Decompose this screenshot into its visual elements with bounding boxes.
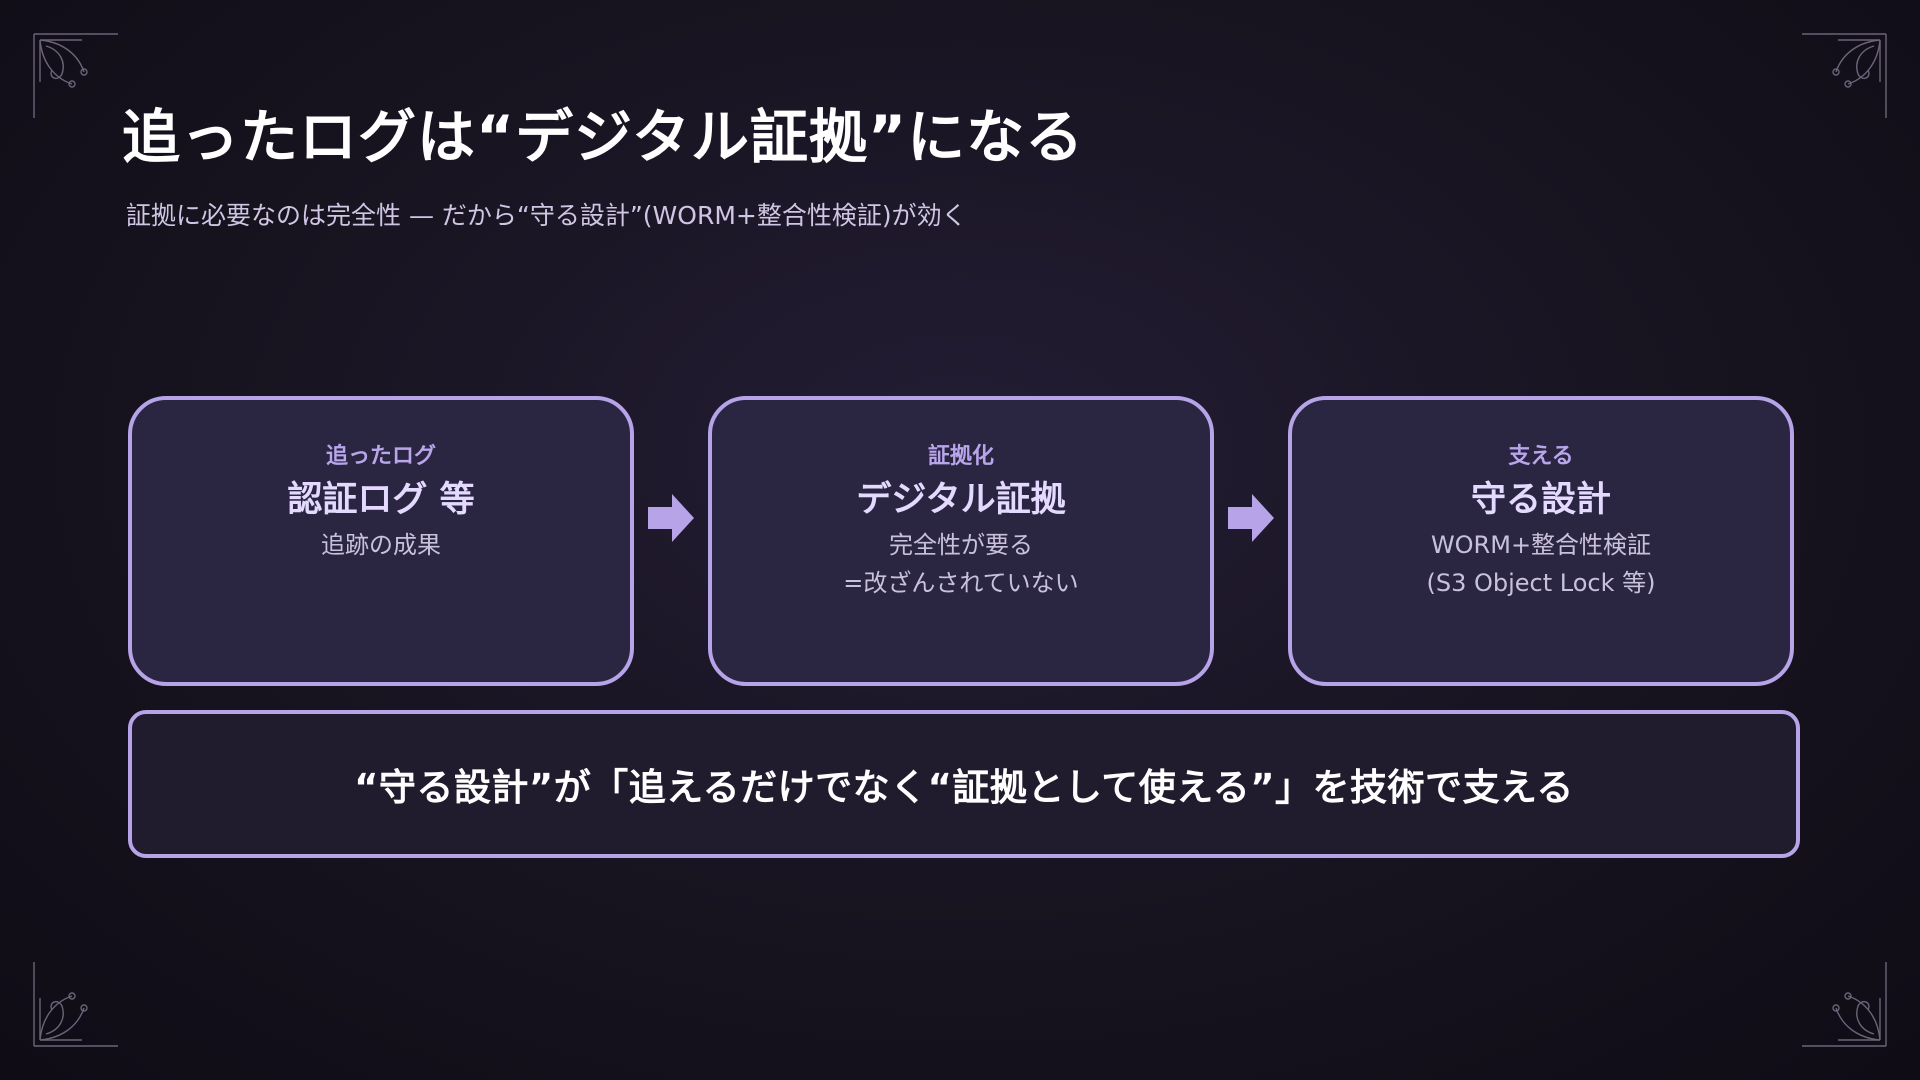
card-line: 追跡の成果	[321, 531, 441, 559]
flow-diagram: 追ったログ 認証ログ 等 追跡の成果 証拠化 デジタル証拠 完全性が要る =改ざ…	[128, 396, 1794, 686]
card-line: =改ざんされていない	[843, 569, 1079, 597]
slide-subtitle: 証拠に必要なのは完全性 — だから“守る設計”(WORM+整合性検証)が効く	[126, 201, 967, 230]
ornament-corner-icon	[1800, 960, 1888, 1048]
card-line: (S3 Object Lock 等)	[1426, 569, 1656, 597]
summary-banner-text: “守る設計”が「追えるだけでなく“証拠として使える”」を技術で支える	[354, 766, 1574, 809]
arrow-right-icon	[1226, 492, 1276, 544]
arrow-right-icon	[646, 492, 696, 544]
ornament-corner-icon	[32, 960, 120, 1048]
flow-card-digital-evidence: 証拠化 デジタル証拠 完全性が要る =改ざんされていない	[708, 396, 1214, 686]
card-eyebrow: 支える	[1508, 444, 1574, 469]
card-heading: 守る設計	[1470, 480, 1611, 520]
flow-card-protective-design: 支える 守る設計 WORM+整合性検証 (S3 Object Lock 等)	[1288, 396, 1794, 686]
slide-title: 追ったログは“デジタル証拠”になる	[122, 103, 1085, 171]
flow-card-tracked-logs: 追ったログ 認証ログ 等 追跡の成果	[128, 396, 634, 686]
ornament-corner-icon	[32, 32, 120, 120]
summary-banner: “守る設計”が「追えるだけでなく“証拠として使える”」を技術で支える	[128, 710, 1800, 858]
card-line: 完全性が要る	[889, 531, 1033, 559]
card-eyebrow: 追ったログ	[325, 444, 436, 469]
card-heading: デジタル証拠	[856, 480, 1066, 520]
card-heading: 認証ログ 等	[287, 480, 475, 520]
card-line: WORM+整合性検証	[1430, 531, 1652, 559]
card-eyebrow: 証拠化	[927, 444, 994, 469]
ornament-corner-icon	[1800, 32, 1888, 120]
